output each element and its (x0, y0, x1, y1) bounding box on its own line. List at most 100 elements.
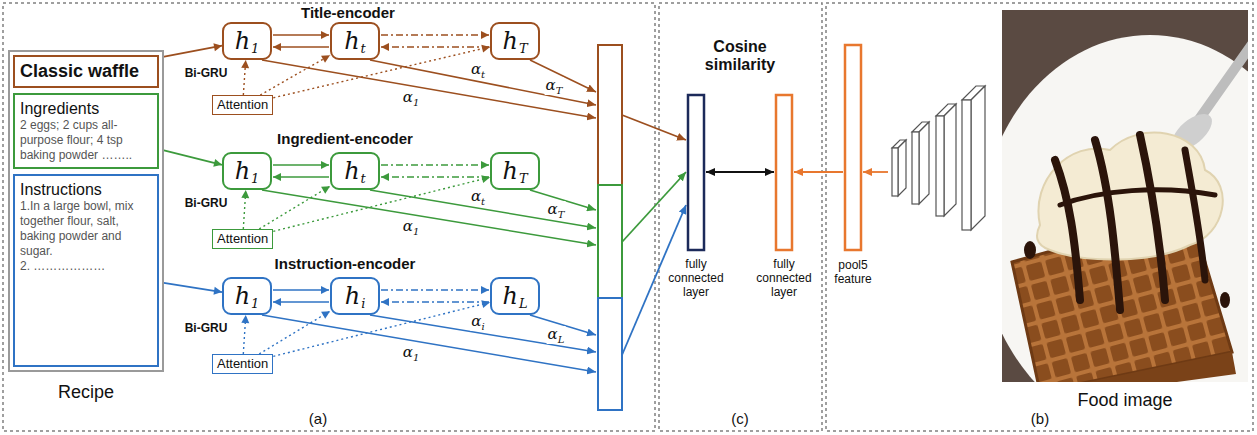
label-text: Ingredient-encoder (277, 130, 413, 147)
node-text: Attention (217, 231, 268, 246)
panel-frame (3, 3, 655, 431)
state-to-vector-arrow (262, 60, 596, 118)
connector-line (381, 176, 489, 178)
layer-tag: Bi-GRU (185, 196, 228, 210)
alpha-index: 1 (413, 226, 419, 237)
hidden-state-box: hL (490, 277, 540, 315)
label-text: Title-encoder (301, 4, 395, 21)
alpha-symbol: α (403, 217, 413, 235)
attention-box: Attention (212, 354, 273, 374)
hidden-state-box: h1 (222, 277, 272, 315)
connector-line (381, 164, 489, 166)
alpha-index: i (481, 321, 484, 332)
attention-box: Attention (212, 95, 273, 115)
connector-line (273, 289, 329, 291)
arrow-head (381, 43, 389, 51)
gru-arrow (273, 286, 329, 306)
flow-arrow (706, 171, 888, 173)
label-text: Cosine similarity (705, 38, 775, 73)
state-symbol: h (502, 283, 517, 309)
connector-line (381, 34, 489, 36)
attention-arrow (273, 300, 490, 356)
alpha-weight: α1 (402, 218, 421, 236)
panel-tag: (b) (1031, 410, 1049, 427)
cnn-layers (912, 132, 919, 204)
input-arrow (159, 282, 222, 295)
food-photo (1002, 10, 1248, 382)
label-text: fully connected layer (756, 257, 811, 299)
connector-line (273, 34, 329, 36)
cnn-layers (892, 148, 898, 196)
connector-line (273, 46, 329, 48)
arrow-head (241, 60, 249, 68)
alpha-symbol: α (471, 312, 481, 330)
fc-layer-bar (845, 45, 861, 250)
alpha-symbol: α (546, 76, 556, 94)
alpha-symbol: α (471, 187, 481, 205)
arrow-head (321, 311, 330, 319)
hidden-state-box: hi (330, 277, 380, 315)
connector-line (159, 282, 222, 292)
alpha-symbol: α (471, 60, 481, 78)
cnn-layers (936, 116, 944, 216)
food-photo (1095, 140, 1120, 310)
recipe-box: RecipeClassic waffleIngredients2 eggs; 2… (8, 50, 164, 372)
arrow-head (241, 190, 249, 198)
state-index: L (519, 296, 528, 311)
concat-vector (598, 298, 622, 410)
state-symbol: h (344, 28, 359, 54)
label-text: Instruction-encoder (275, 255, 416, 272)
state-index: 1 (251, 296, 259, 311)
state-index: 1 (251, 41, 259, 56)
cnn-layers (962, 100, 971, 230)
label-text: Bi-GRU (185, 196, 228, 210)
alpha-index: T (558, 209, 565, 220)
label-text: fully connected layer (668, 257, 723, 299)
cnn-layers (944, 104, 956, 216)
gru-arrow (273, 161, 329, 181)
state-to-vector-arrow (262, 315, 596, 372)
state-index: T (519, 41, 528, 56)
node-text: Ingredients (20, 99, 152, 118)
layer-caption: fully connected layer (663, 257, 729, 299)
connector-line (259, 311, 330, 354)
ingredient-box: Ingredients2 eggs; 2 cups all-purpose fl… (13, 93, 159, 169)
state-index: t (361, 171, 366, 186)
alpha-index: 1 (413, 352, 419, 363)
state-index: t (361, 41, 366, 56)
encoder-title: Ingredient-encoder (277, 130, 413, 147)
concat-vector (598, 185, 622, 298)
alpha-weight: αt (470, 188, 486, 206)
flow-arrow (863, 171, 888, 173)
fc-layer-bar (688, 95, 704, 250)
arrow-head (321, 286, 329, 294)
attention-arrow (259, 186, 330, 229)
arrow-head (481, 300, 490, 308)
attention-arrow (259, 311, 330, 354)
food-photo (1055, 135, 1215, 310)
food-photo (1055, 160, 1080, 300)
hidden-state-box: h1 (222, 22, 272, 60)
node-text: 2. ……………… (20, 259, 152, 274)
label-text: Bi-GRU (185, 321, 228, 335)
attention-arrow (260, 55, 330, 95)
alpha-weight: αT (545, 77, 564, 95)
connector-line (259, 186, 330, 229)
connector-line (381, 46, 489, 48)
layer-caption: fully connected layer (751, 257, 817, 299)
arrow-head (213, 159, 222, 167)
gru-arrow (273, 31, 329, 51)
hidden-state-box: hT (490, 22, 540, 60)
concat-vector (598, 45, 622, 185)
cnn-layers (892, 86, 985, 230)
alpha-symbol: α (548, 325, 558, 343)
alpha-weight: αi (470, 313, 485, 331)
hidden-state-box: hT (490, 152, 540, 190)
alpha-weight: αT (547, 201, 566, 219)
food-photo (1195, 40, 1248, 125)
food-photo (1060, 190, 1215, 205)
arrow-head (321, 55, 330, 62)
attention-box: Attention (212, 229, 273, 249)
arrow-head (481, 31, 489, 39)
